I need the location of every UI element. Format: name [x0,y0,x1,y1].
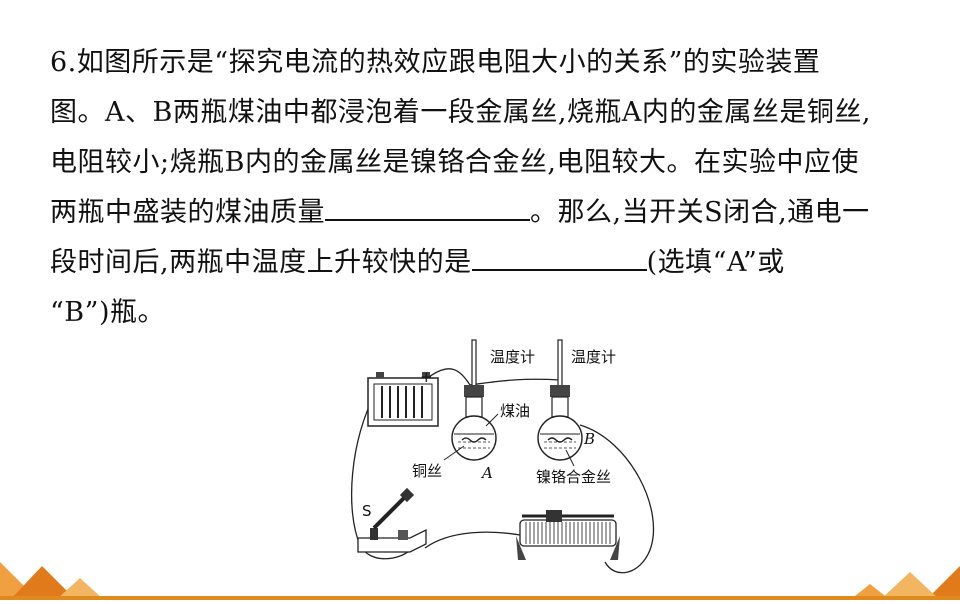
oil-label: 煤油 [500,402,530,420]
question-line-3: 电阻较小;烧瓶B内的金属丝是镍铬合金丝,电阻较大。在实验中应使 [50,147,860,178]
switch-label: S [362,502,372,520]
question-line-4: 两瓶中盛装的煤油质量 。那么,当开关S闭合,通电一 [50,188,930,238]
copper-wire-label: 铜丝 [412,462,442,480]
corner-decoration-left [0,540,120,600]
corner-decoration-right [850,540,960,600]
flask-a-label: A [480,464,493,482]
flask-b-label: B [583,430,595,448]
answer-blank-2[interactable] [471,245,647,271]
question-line-1: 6.如图所示是“探究电流的热效应跟电阻大小的关系”的实验装置 [50,47,821,78]
flask-a [451,339,497,461]
question-line-2: 图。A、B两瓶煤油中都浸泡着一段金属丝,烧瓶A内的金属丝是铜丝, [50,97,872,128]
line5-text-a: 段时间后,两瓶中温度上升较快的是 [50,247,472,278]
answer-blank-1[interactable] [325,195,530,221]
line4-text-b: 。那么,当开关S闭合,通电一 [530,197,870,228]
flask-b [537,339,583,461]
question-line-5: 段时间后,两瓶中温度上升较快的是 (选填“A”或 [50,238,930,288]
question-line-6: “B”)瓶。 [50,297,165,328]
circuit-figure: + 温度计 温度计 煤油 铜丝 A [350,339,655,574]
circuit-diagram: + 温度计 温度计 煤油 铜丝 A [340,330,670,592]
switch-icon [357,487,427,553]
battery-plus-label: + [420,368,433,386]
line5-text-b: (选填“A”或 [646,247,785,278]
thermometer-right-label: 温度计 [571,348,616,366]
battery-icon [367,372,439,427]
question-text: 6.如图所示是“探究电流的热效应跟电阻大小的关系”的实验装置 图。A、B两瓶煤油… [50,38,930,338]
nichrome-wire-label: 镍铬合金丝 [536,468,611,486]
bottom-accent-bar [0,596,960,600]
line4-text-a: 两瓶中盛装的煤油质量 [50,197,325,228]
rheostat-icon [516,510,620,560]
thermometer-left-label: 温度计 [490,348,535,366]
